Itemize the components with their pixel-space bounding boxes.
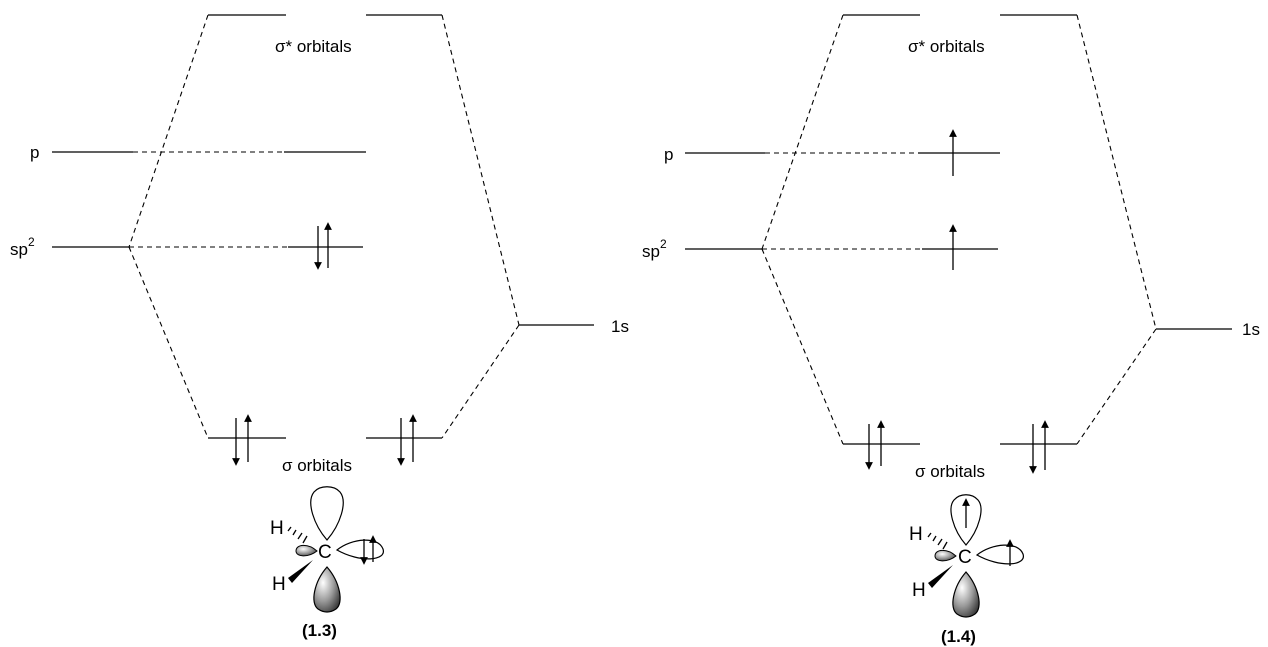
methyl-radical-structure: H C H (1.3) <box>270 486 384 640</box>
sp2-orbital-lobe <box>975 544 1024 565</box>
compound-label: (1.4) <box>941 627 976 646</box>
sp2-orbital-lobe <box>335 539 384 560</box>
carbon-atom: C <box>958 547 972 568</box>
methyl-radical-structure: H C H (1.4) <box>909 494 1024 646</box>
solid-wedge-bond <box>288 560 313 583</box>
sigma-star-label: σ* orbitals <box>908 37 985 56</box>
sigma-label: σ orbitals <box>915 462 985 481</box>
sigma-correlation-left <box>128 246 209 439</box>
p-orbital-bottom-lobe <box>952 571 980 618</box>
small-back-lobe <box>295 544 318 557</box>
p-orbital-top-lobe <box>310 486 344 541</box>
sigma-star-correlation-left <box>761 14 844 250</box>
solid-wedge-bond <box>928 565 953 588</box>
sigma-star-label: σ* orbitals <box>275 37 352 56</box>
hydrogen-atom-bottom: H <box>912 580 926 601</box>
sigma-right-electron-pair <box>1029 420 1049 474</box>
carbon-atom: C <box>318 542 332 563</box>
sigma-correlation-left <box>761 248 844 445</box>
sigma-right-electron-pair <box>397 414 417 466</box>
p-label: p <box>30 143 39 162</box>
hashed-wedge-bond <box>927 532 948 550</box>
p-orbital-bottom-lobe <box>313 566 341 613</box>
1s-label: 1s <box>1242 320 1260 339</box>
sigma-star-correlation-right <box>1076 14 1157 330</box>
sigma-star-correlation-right <box>441 14 520 326</box>
small-back-lobe <box>934 549 957 562</box>
sp2-electron-pair <box>314 222 332 270</box>
1s-label: 1s <box>611 317 629 336</box>
sigma-label: σ orbitals <box>282 456 352 475</box>
hydrogen-atom-bottom: H <box>272 574 286 595</box>
panel-1-4: σ* orbitals p sp2 1s σ orbitals <box>642 14 1260 646</box>
sigma-star-correlation-left <box>128 14 209 248</box>
hydrogen-atom-top: H <box>909 524 923 545</box>
panel-1-3: σ* orbitals p sp2 1s <box>10 14 629 640</box>
hydrogen-atom-top: H <box>270 518 284 539</box>
sigma-left-electron-pair <box>232 414 252 466</box>
sigma-correlation-right <box>441 324 520 439</box>
sigma-left-electron-pair <box>865 420 885 470</box>
sp2-label: sp2 <box>642 237 667 261</box>
sp2-label: sp2 <box>10 235 35 259</box>
compound-label: (1.3) <box>302 621 337 640</box>
hashed-wedge-bond <box>287 526 308 544</box>
sigma-correlation-right <box>1076 328 1157 445</box>
p-label: p <box>664 145 673 164</box>
